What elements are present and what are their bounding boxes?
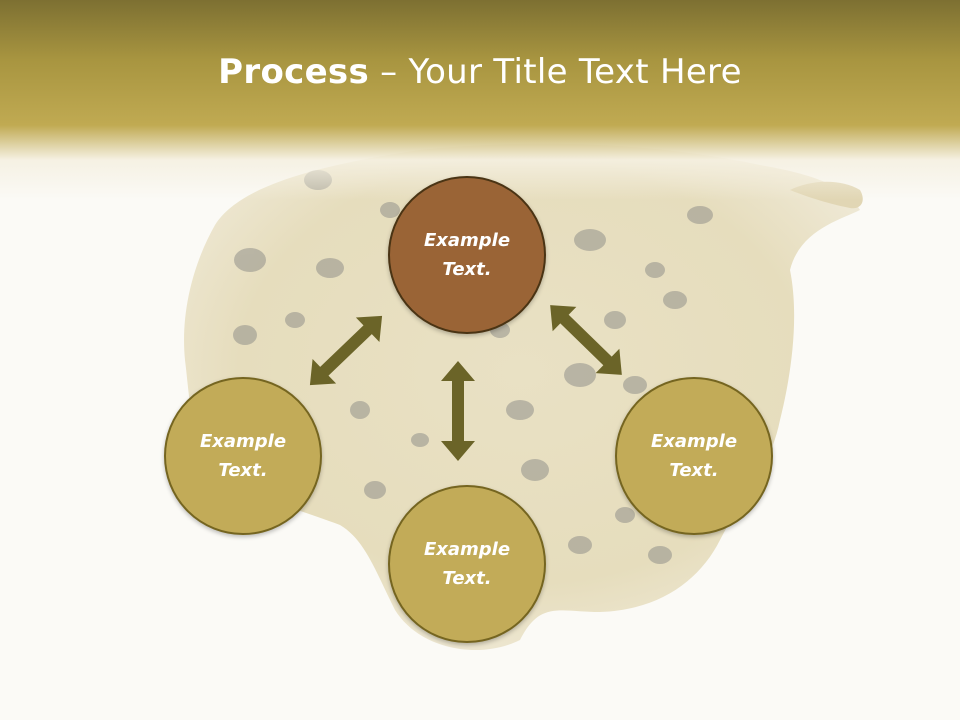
page-title: Process – Your Title Text Here xyxy=(0,52,960,92)
node-right-label: Example Text. xyxy=(650,431,738,481)
node-left: Example Text. xyxy=(164,377,322,535)
title-bold: Process xyxy=(218,52,370,92)
arrow-left-connector xyxy=(309,315,383,386)
arrow-right-connector xyxy=(550,305,622,375)
arrow-bottom-connector xyxy=(441,361,475,461)
node-center: Example Text. xyxy=(388,176,546,334)
node-center-label: Example Text. xyxy=(423,230,511,280)
title-banner xyxy=(0,0,960,200)
node-left-label: Example Text. xyxy=(199,431,287,481)
node-bottom-label: Example Text. xyxy=(423,539,511,589)
title-rest: – Your Title Text Here xyxy=(369,52,742,92)
node-right: Example Text. xyxy=(615,377,773,535)
node-bottom: Example Text. xyxy=(388,485,546,643)
